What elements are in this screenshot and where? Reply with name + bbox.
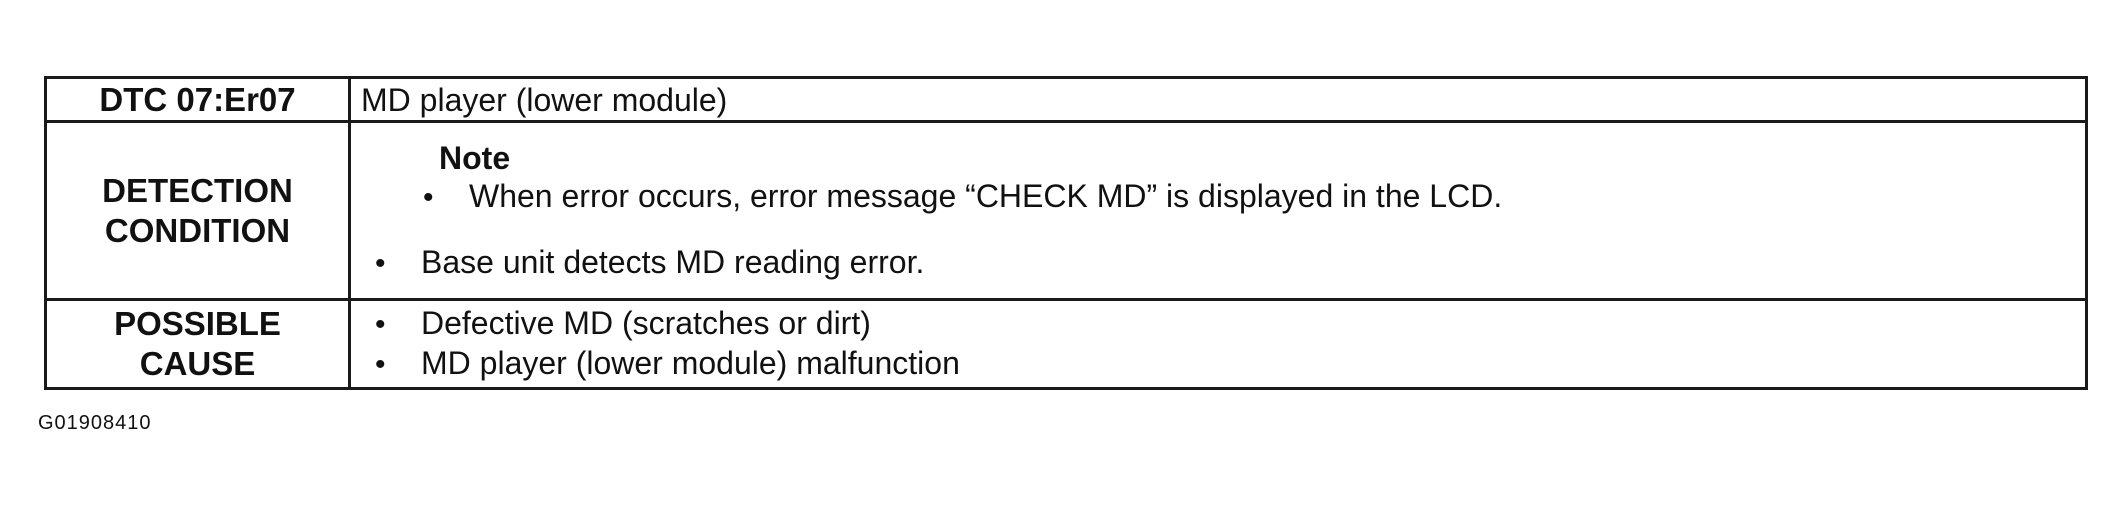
note-item-text: When error occurs, error message “CHECK …	[469, 177, 1503, 214]
detection-condition-row: DETECTION CONDITION Note • When error oc…	[44, 120, 2088, 302]
cause-label-line2: CAUSE	[139, 345, 256, 383]
detection-label-line2: CONDITION	[104, 211, 291, 249]
detection-label-line1: DETECTION	[102, 171, 293, 209]
dtc-description: MD player (lower module)	[348, 75, 2088, 124]
dtc-table: DTC 07:Er07 MD player (lower module) DET…	[44, 75, 2088, 390]
dtc-header-row: DTC 07:Er07 MD player (lower module)	[44, 75, 2088, 124]
note-item: • When error occurs, error message “CHEC…	[423, 177, 2085, 217]
bullet-icon: •	[375, 246, 386, 280]
cause-item-text: Defective MD (scratches or dirt)	[421, 305, 871, 342]
bullet-icon: •	[375, 348, 386, 382]
possible-cause-label: POSSIBLE CAUSE	[44, 298, 351, 390]
dtc-code-label: DTC 07:Er07	[44, 75, 351, 124]
detection-item-text: Base unit detects MD reading error.	[421, 243, 925, 280]
bullet-icon: •	[423, 180, 434, 214]
spacer	[365, 217, 2085, 243]
possible-cause-content: • Defective MD (scratches or dirt) • MD …	[348, 298, 2088, 390]
cause-item: • MD player (lower module) malfunction	[375, 344, 2085, 384]
detection-condition-label: DETECTION CONDITION	[44, 120, 351, 302]
cause-item: • Defective MD (scratches or dirt)	[375, 304, 2085, 344]
cause-item-text: MD player (lower module) malfunction	[421, 345, 960, 382]
figure-code: G01908410	[38, 412, 152, 434]
possible-cause-row: POSSIBLE CAUSE • Defective MD (scratches…	[44, 298, 2088, 390]
detection-condition-content: Note • When error occurs, error message …	[348, 120, 2088, 302]
note-title: Note	[439, 139, 511, 176]
cause-label-line1: POSSIBLE	[114, 305, 281, 343]
detection-item: • Base unit detects MD reading error.	[375, 243, 2085, 283]
bullet-icon: •	[375, 308, 386, 342]
